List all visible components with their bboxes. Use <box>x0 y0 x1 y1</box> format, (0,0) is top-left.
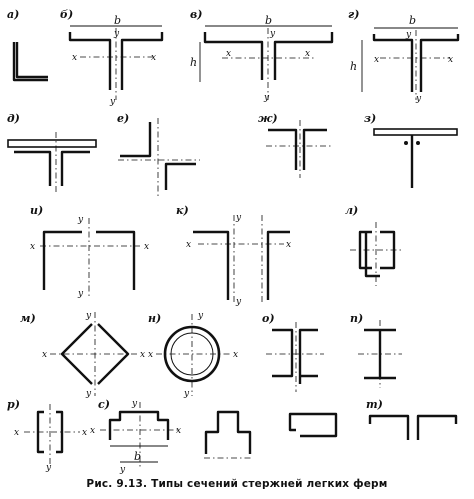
panel-g-tee-long-legs: г) b h x x y y <box>348 8 460 104</box>
svg-text:x: x <box>374 55 379 65</box>
svg-text:y: y <box>269 29 276 39</box>
panel-zh-small-tee: ж) <box>258 112 332 178</box>
panel-b-tee-two-angles: б) b x x y y <box>60 8 164 107</box>
panel-label-b: б) <box>60 8 73 21</box>
svg-text:y: y <box>197 311 204 321</box>
panel-r-small-channels: р) x x y <box>7 398 87 473</box>
panel-p-i-beam: п) <box>350 312 402 388</box>
svg-text:y: y <box>85 389 92 399</box>
panel-o-double-channel: о) <box>262 312 324 392</box>
panel-label-k: к) <box>176 204 189 217</box>
panel-label-l: л) <box>345 204 358 217</box>
panel-label-v: в) <box>190 8 202 21</box>
svg-text:x: x <box>176 426 181 436</box>
panel-label-e: е) <box>117 112 129 125</box>
panel-label-s: с) <box>98 398 110 411</box>
svg-text:x: x <box>226 49 231 59</box>
panel-t-bent-tee: т) <box>366 398 458 440</box>
svg-text:y: y <box>235 297 242 307</box>
svg-text:y: y <box>45 463 52 473</box>
panel-k-angles-wide: к) x x y y <box>176 204 291 307</box>
svg-text:x: x <box>140 350 145 360</box>
panel-n-pipe: н) x x y y <box>148 311 238 399</box>
angle-section <box>12 42 48 82</box>
panel-label-t: т) <box>366 398 383 411</box>
dim-b: b <box>409 14 416 27</box>
svg-text:y: y <box>405 30 412 40</box>
panel-label-g: г) <box>348 8 359 21</box>
svg-text:x: x <box>90 426 95 436</box>
svg-text:x: x <box>305 49 310 59</box>
svg-text:x: x <box>233 350 238 360</box>
panel-v-tee-unequal-angles: в) b h x x y y <box>190 8 334 103</box>
svg-text:x: x <box>148 350 153 360</box>
svg-text:y: y <box>113 29 120 39</box>
dim-b: b <box>134 450 141 463</box>
panel-label-a: а) <box>7 8 19 21</box>
svg-text:x: x <box>186 240 191 250</box>
panel-s-hat-section: с) b x x y y <box>90 398 181 475</box>
svg-text:y: y <box>119 465 126 475</box>
figure-caption: Рис. 9.13. Типы сечений стержней легких … <box>86 478 388 490</box>
panel-a-single-angle: а) <box>7 8 48 82</box>
svg-text:x: x <box>448 55 453 65</box>
panel-z-tee-strip: з) <box>364 112 458 188</box>
svg-text:x: x <box>42 350 47 360</box>
dim-h: h <box>350 60 357 73</box>
panel-label-o: о) <box>262 312 275 325</box>
svg-text:x: x <box>14 428 19 438</box>
panel-d-tee-with-plate: д) <box>7 112 97 194</box>
panel-label-z: з) <box>364 112 376 125</box>
svg-text:x: x <box>286 240 291 250</box>
svg-text:x: x <box>30 242 35 252</box>
svg-text:y: y <box>235 213 242 223</box>
dim-h: h <box>190 56 197 69</box>
svg-text:y: y <box>415 94 422 104</box>
panel-e-cruciform: е) <box>117 112 200 196</box>
svg-text:y: y <box>109 97 116 107</box>
svg-text:y: y <box>131 399 138 409</box>
bent-c-profile <box>288 412 338 438</box>
svg-text:y: y <box>263 93 270 103</box>
panel-label-d: д) <box>7 112 20 125</box>
svg-text:x: x <box>144 242 149 252</box>
panel-label-m: м) <box>20 312 36 325</box>
dim-b: b <box>265 14 272 27</box>
panel-label-i: и) <box>30 204 43 217</box>
panel-l-channel-box: л) <box>345 204 404 286</box>
svg-text:x: x <box>82 428 87 438</box>
panel-label-n: н) <box>148 312 161 325</box>
svg-text:x: x <box>151 53 156 63</box>
svg-text:x: x <box>72 53 77 63</box>
panel-label-p: п) <box>350 312 363 325</box>
svg-text:y: y <box>85 311 92 321</box>
svg-text:y: y <box>77 215 84 225</box>
panel-m-diamond-box: м) x x y y <box>20 311 145 399</box>
bent-u-profile <box>204 410 252 459</box>
svg-text:y: y <box>183 389 190 399</box>
panel-label-zh: ж) <box>258 112 278 125</box>
panel-i-spread-angles: и) x x y y <box>30 204 149 299</box>
panel-label-r: р) <box>7 398 20 411</box>
dim-b: b <box>114 14 121 27</box>
svg-text:y: y <box>77 289 84 299</box>
